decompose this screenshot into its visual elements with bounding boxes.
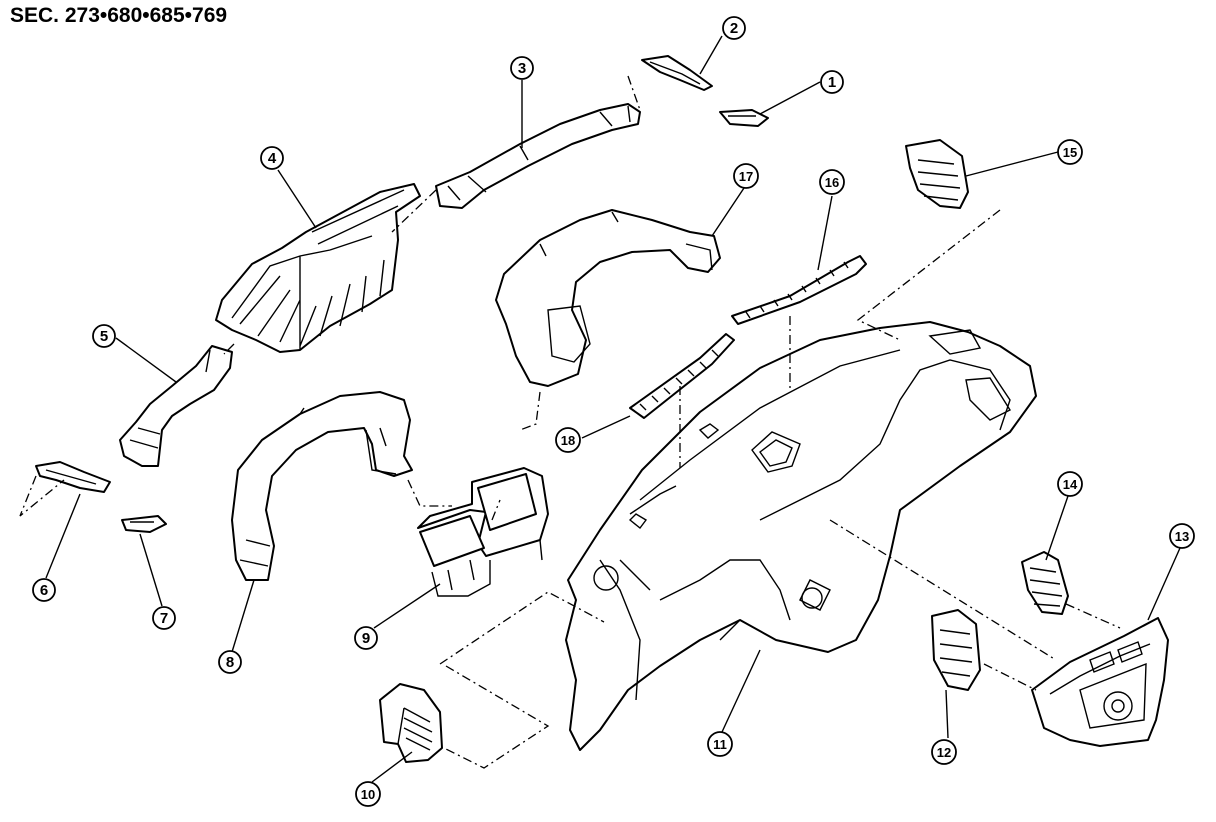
- callout-label: 6: [40, 582, 48, 599]
- callout-2: 2: [722, 16, 746, 40]
- vent-part-15: [905, 139, 969, 209]
- callout-label: 1: [828, 74, 836, 91]
- defroster-duct-part-3: [435, 103, 641, 209]
- callout-5: 5: [92, 324, 116, 348]
- callout-3: 3: [510, 56, 534, 80]
- center-duct-part-4: [215, 183, 421, 353]
- callout-8: 8: [218, 650, 242, 674]
- callout-4: 4: [260, 146, 284, 170]
- callout-label: 7: [160, 610, 168, 627]
- defroster-grille-part-18: [629, 333, 735, 419]
- callout-label: 8: [226, 654, 234, 671]
- callout-label: 11: [713, 737, 727, 752]
- callout-13: 13: [1169, 523, 1195, 549]
- instrument-panel-part-11: [565, 321, 1037, 751]
- callout-label: 16: [825, 175, 839, 190]
- callout-11: 11: [707, 731, 733, 757]
- callout-16: 16: [819, 169, 845, 195]
- callout-15: 15: [1057, 139, 1083, 165]
- callout-label: 5: [100, 328, 108, 345]
- section-code-title: SEC. 273•680•685•769: [10, 4, 228, 27]
- callout-label: 3: [518, 60, 526, 77]
- cluster-lid-part-13: [1031, 617, 1169, 747]
- side-duct-part-5: [119, 345, 233, 467]
- defroster-grille-part-16: [731, 255, 867, 325]
- callout-label: 14: [1063, 477, 1078, 492]
- bracket-part-7: [121, 515, 167, 533]
- callout-label: 17: [739, 169, 753, 184]
- callout-label: 9: [362, 630, 370, 647]
- callout-label: 13: [1175, 529, 1189, 544]
- callout-18: 18: [555, 427, 581, 453]
- callout-9: 9: [354, 626, 378, 650]
- callout-label: 18: [561, 433, 575, 448]
- upper-duct-part-17: [495, 209, 721, 387]
- side-vent-part-10: [379, 683, 443, 763]
- callout-12: 12: [931, 739, 957, 765]
- side-vent-duct-part-8: [231, 391, 413, 581]
- assembly-lines: [19, 75, 1121, 769]
- callout-10: 10: [355, 781, 381, 807]
- callout-6: 6: [32, 578, 56, 602]
- callout-label: 12: [937, 745, 951, 760]
- leader-lines: [45, 35, 1181, 783]
- vent-part-14: [1021, 551, 1069, 615]
- callout-label: 15: [1063, 145, 1077, 160]
- callout-label: 4: [268, 150, 277, 167]
- bracket-part-2: [641, 55, 713, 91]
- bracket-part-1: [719, 109, 769, 127]
- callout-label: 10: [361, 787, 375, 802]
- vent-part-12: [931, 609, 981, 691]
- bracket-part-6: [35, 461, 111, 493]
- callout-17: 17: [733, 163, 759, 189]
- callout-1: 1: [820, 70, 844, 94]
- center-vent-part-9: [417, 467, 549, 597]
- callout-7: 7: [152, 606, 176, 630]
- callout-label: 2: [730, 20, 738, 37]
- callout-14: 14: [1057, 471, 1083, 497]
